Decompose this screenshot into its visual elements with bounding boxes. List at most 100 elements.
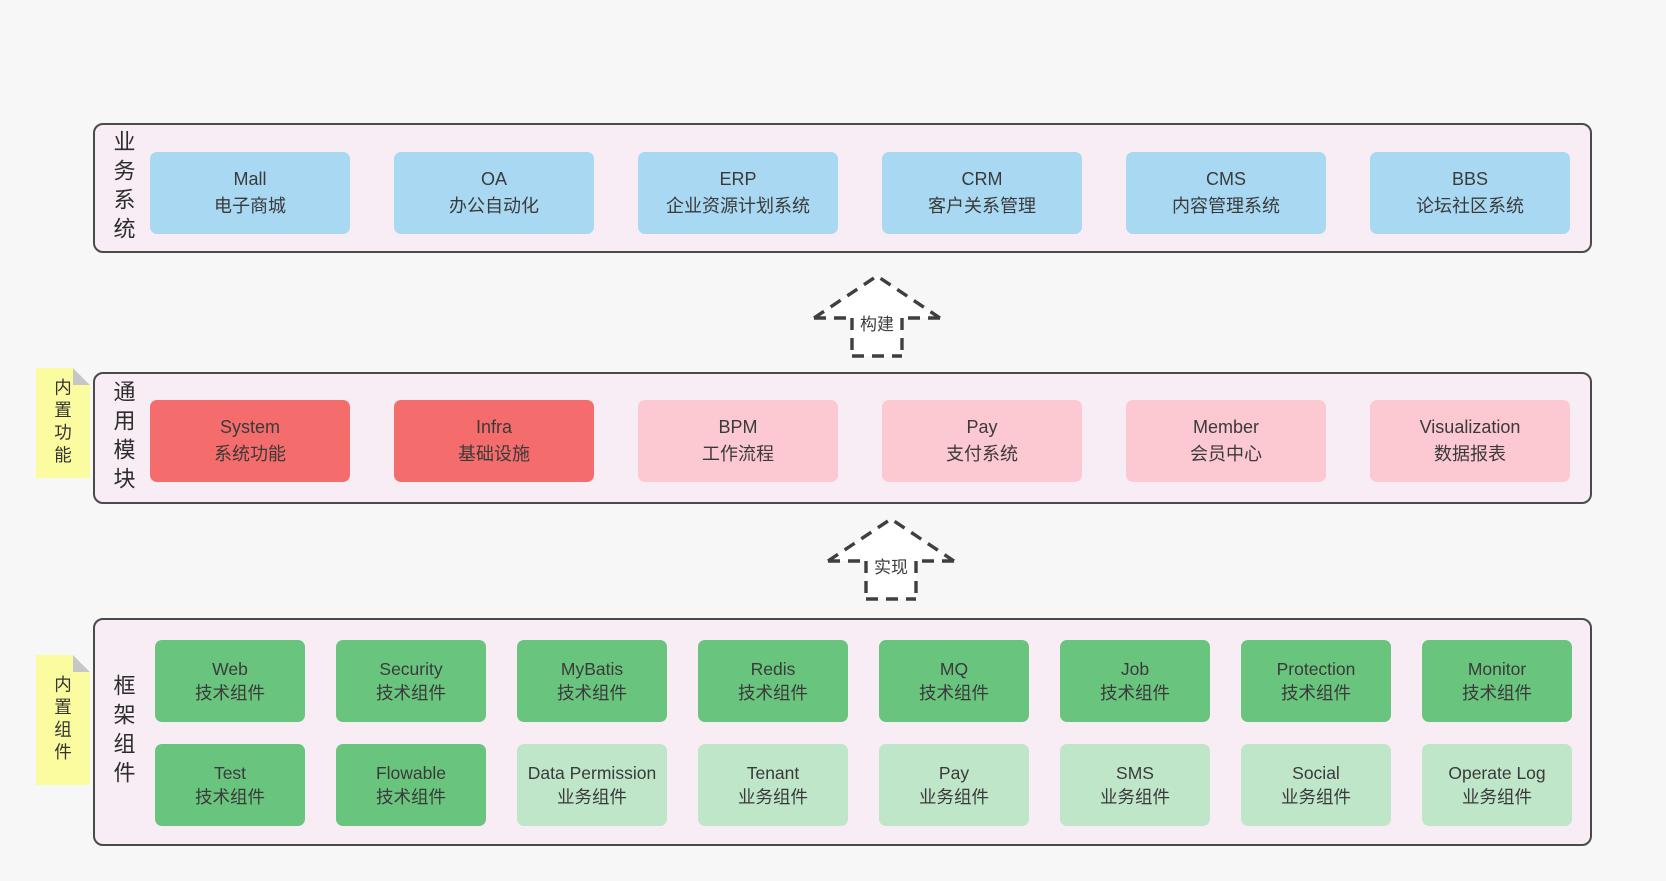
box-name: Data Permission (527, 763, 657, 783)
box-crm: CRM 客户关系管理 (882, 152, 1082, 234)
box-name: OA (480, 169, 507, 189)
box-oa: OA 办公自动化 (394, 152, 594, 234)
box-monitor: Monitor 技术组件 (1422, 640, 1572, 722)
sticky-note-built-in-components: 内置组件 (36, 655, 90, 785)
common-modules-row: System 系统功能 Infra 基础设施 BPM 工作流程 Pay 支付系统… (150, 400, 1570, 482)
box-name: Web (212, 659, 248, 679)
panel-business-systems: 业务系统 Mall 电子商城 OA 办公自动化 ERP 企业资源计划系统 CRM… (93, 123, 1592, 253)
box-name: MQ (939, 659, 969, 679)
sticky-note-label: 内置功能 (52, 378, 73, 468)
box-name: MyBatis (560, 659, 624, 679)
panel-common-modules: 通用模块 System 系统功能 Infra 基础设施 BPM 工作流程 Pay… (93, 372, 1592, 504)
box-desc: 论坛社区系统 (1416, 196, 1524, 216)
box-member: Member 会员中心 (1126, 400, 1326, 482)
business-systems-row: Mall 电子商城 OA 办公自动化 ERP 企业资源计划系统 CRM 客户关系… (150, 152, 1570, 234)
box-mybatis: MyBatis 技术组件 (517, 640, 667, 722)
box-name: System (219, 417, 280, 437)
box-name: BPM (718, 417, 758, 437)
box-desc: 技术组件 (1281, 683, 1351, 703)
folded-corner-icon (73, 368, 90, 385)
box-name: Social (1292, 763, 1340, 783)
box-desc: 会员中心 (1190, 444, 1262, 464)
box-social: Social 业务组件 (1241, 744, 1391, 826)
sticky-note-built-in-features: 内置功能 (36, 368, 90, 478)
box-desc: 业务组件 (1100, 787, 1170, 807)
box-pay-component: Pay 业务组件 (879, 744, 1029, 826)
box-name: CMS (1206, 169, 1246, 189)
box-system: System 系统功能 (150, 400, 350, 482)
box-name: Member (1192, 417, 1259, 437)
box-desc: 技术组件 (195, 787, 265, 807)
box-name: Pay (938, 763, 970, 783)
box-desc: 技术组件 (376, 683, 446, 703)
panel-label-framework-components: 框架组件 (110, 674, 136, 790)
box-desc: 技术组件 (919, 683, 989, 703)
box-name: Job (1120, 659, 1150, 679)
box-name: Mall (233, 169, 267, 189)
sticky-note-label: 内置组件 (52, 675, 73, 765)
folded-corner-icon (73, 655, 90, 672)
box-desc: 业务组件 (1462, 787, 1532, 807)
box-flowable: Flowable 技术组件 (336, 744, 486, 826)
framework-row-1: Web 技术组件 Security 技术组件 MyBatis 技术组件 Redi… (155, 640, 1572, 722)
box-name: Visualization (1419, 417, 1521, 437)
box-bbs: BBS 论坛社区系统 (1370, 152, 1570, 234)
box-test: Test 技术组件 (155, 744, 305, 826)
box-desc: 基础设施 (458, 444, 530, 464)
box-desc: 业务组件 (738, 787, 808, 807)
box-name: SMS (1116, 763, 1154, 783)
box-infra: Infra 基础设施 (394, 400, 594, 482)
box-desc: 技术组件 (195, 683, 265, 703)
box-redis: Redis 技术组件 (698, 640, 848, 722)
build-arrow: 构建 (807, 271, 947, 359)
box-sms: SMS 业务组件 (1060, 744, 1210, 826)
implement-arrow-label: 实现 (871, 553, 911, 578)
box-desc: 业务组件 (919, 787, 989, 807)
box-mq: MQ 技术组件 (879, 640, 1029, 722)
box-name: Pay (966, 417, 998, 437)
box-erp: ERP 企业资源计划系统 (638, 152, 838, 234)
panel-framework-components: 框架组件 Web 技术组件 Security 技术组件 MyBatis 技术组件… (93, 618, 1592, 846)
box-web: Web 技术组件 (155, 640, 305, 722)
box-name: Tenant (746, 763, 800, 783)
box-desc: 数据报表 (1434, 444, 1506, 464)
panel-label-business-systems: 业务系统 (110, 130, 136, 246)
box-mall: Mall 电子商城 (150, 152, 350, 234)
box-name: BBS (1451, 169, 1489, 189)
panel-label-common-modules: 通用模块 (110, 380, 136, 496)
box-pay-system: Pay 支付系统 (882, 400, 1082, 482)
box-desc: 技术组件 (376, 787, 446, 807)
box-name: Flowable (375, 763, 447, 783)
box-desc: 支付系统 (946, 444, 1018, 464)
framework-row-2: Test 技术组件 Flowable 技术组件 Data Permission … (155, 744, 1572, 826)
box-name: Monitor (1467, 659, 1527, 679)
box-name: Redis (750, 659, 796, 679)
box-tenant: Tenant 业务组件 (698, 744, 848, 826)
box-name: ERP (719, 169, 757, 189)
box-visualization: Visualization 数据报表 (1370, 400, 1570, 482)
box-name: CRM (961, 169, 1003, 189)
box-name: Security (379, 659, 443, 679)
box-bpm: BPM 工作流程 (638, 400, 838, 482)
box-desc: 技术组件 (1462, 683, 1532, 703)
implement-arrow: 实现 (821, 514, 961, 602)
box-operate-log: Operate Log 业务组件 (1422, 744, 1572, 826)
box-desc: 企业资源计划系统 (666, 196, 810, 216)
box-name: Operate Log (1448, 763, 1546, 783)
box-desc: 技术组件 (1100, 683, 1170, 703)
build-arrow-label: 构建 (857, 310, 897, 335)
box-security: Security 技术组件 (336, 640, 486, 722)
box-data-permission: Data Permission 业务组件 (517, 744, 667, 826)
box-cms: CMS 内容管理系统 (1126, 152, 1326, 234)
box-desc: 业务组件 (1281, 787, 1351, 807)
box-name: Test (213, 763, 247, 783)
box-desc: 技术组件 (557, 683, 627, 703)
box-desc: 技术组件 (738, 683, 808, 703)
box-desc: 内容管理系统 (1172, 196, 1280, 216)
box-name: Infra (475, 417, 513, 437)
box-desc: 业务组件 (557, 787, 627, 807)
box-name: Protection (1276, 659, 1356, 679)
box-desc: 客户关系管理 (928, 196, 1036, 216)
box-desc: 办公自动化 (449, 196, 539, 216)
box-desc: 系统功能 (214, 444, 286, 464)
